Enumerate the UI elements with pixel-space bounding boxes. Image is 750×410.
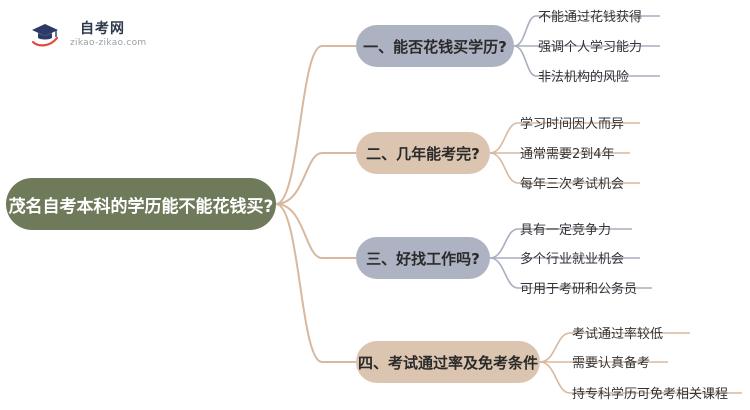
leaf-item: 非法机构的风险 bbox=[538, 70, 630, 85]
branch1-connector-3 bbox=[513, 45, 660, 77]
branch2-connector-3 bbox=[489, 152, 640, 184]
branch4-connector-1 bbox=[539, 332, 690, 363]
root-connector-1 bbox=[275, 45, 356, 205]
leaf-item: 多个行业就业机会 bbox=[520, 252, 625, 267]
leaf-item: 具有一定竞争力 bbox=[520, 223, 612, 238]
branch3-connector-1 bbox=[489, 228, 632, 259]
leaf-item: 不能通过花钱获得 bbox=[538, 10, 643, 25]
leaf-item: 持专科学历可免考相关课程 bbox=[572, 387, 729, 402]
leaf-item: 学习时间因人而异 bbox=[520, 117, 625, 132]
root-connector-2 bbox=[275, 152, 356, 205]
branch1-connector-1 bbox=[513, 15, 660, 47]
graduation-cap-icon bbox=[31, 24, 59, 47]
branch3-connector-3 bbox=[489, 257, 652, 289]
root-connector-4 bbox=[275, 203, 356, 363]
leaf-item: 考试通过率较低 bbox=[572, 327, 664, 342]
branch4-connector-3 bbox=[539, 361, 742, 394]
logo-url: zikao-zikao.com bbox=[70, 38, 147, 48]
leaf-item: 需要认真备考 bbox=[572, 356, 651, 371]
branch-node-4: 四、考试通过率及免考条件 bbox=[356, 341, 540, 383]
branch2-connector-1 bbox=[489, 122, 640, 154]
leaf-item: 通常需要2到4年 bbox=[520, 147, 615, 162]
site-logo[interactable]: 自考网 zikao-zikao.com bbox=[30, 14, 160, 54]
leaf-item: 可用于考研和公务员 bbox=[520, 282, 638, 297]
leaf-item: 每年三次考试机会 bbox=[520, 177, 625, 192]
branch-node-2: 二、几年能考完? bbox=[356, 132, 490, 174]
leaf-item: 强调个人学习能力 bbox=[538, 40, 643, 55]
root-connector-3 bbox=[275, 203, 356, 259]
root-node: 茂名自考本科的学历能不能花钱买? bbox=[6, 178, 276, 230]
logo-title: 自考网 bbox=[80, 21, 125, 37]
branch-node-1: 一、能否花钱买学历? bbox=[356, 25, 514, 67]
branch-node-3: 三、好找工作吗? bbox=[356, 237, 490, 279]
